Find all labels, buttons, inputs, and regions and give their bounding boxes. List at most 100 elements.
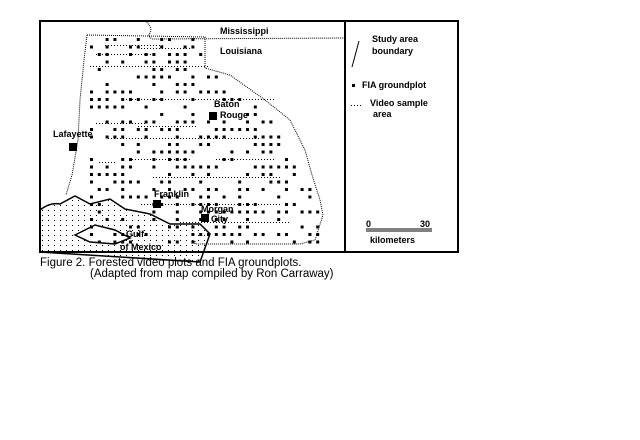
groundplot-marker — [191, 75, 195, 79]
water-label-gulf: Gulf — [126, 229, 145, 239]
groundplot-marker — [144, 105, 148, 109]
groundplot-marker — [97, 210, 101, 214]
groundplot-marker — [230, 98, 234, 101]
groundplot-marker — [238, 225, 242, 229]
groundplot-marker — [300, 188, 304, 191]
groundplot-marker — [152, 53, 156, 56]
groundplot-marker — [199, 53, 203, 56]
groundplot-marker — [238, 195, 242, 199]
groundplot-marker — [199, 180, 203, 184]
groundplot-marker — [97, 240, 101, 244]
groundplot-marker — [105, 60, 109, 64]
groundplot-marker — [183, 60, 187, 64]
groundplot-marker — [246, 240, 249, 244]
groundplot-marker — [230, 150, 234, 154]
groundplot-marker — [175, 195, 179, 199]
groundplot-marker — [175, 83, 179, 86]
groundplot-marker — [199, 90, 203, 94]
groundplot-marker — [222, 158, 226, 161]
groundplot-marker — [152, 158, 156, 161]
groundplot-marker — [269, 173, 273, 176]
groundplot-marker — [285, 203, 288, 206]
groundplot-marker — [308, 188, 312, 191]
groundplot-marker — [214, 90, 218, 94]
groundplot-marker — [129, 90, 132, 94]
groundplot-marker — [129, 53, 132, 56]
groundplot-marker — [144, 120, 148, 124]
groundplot-marker — [199, 195, 203, 199]
groundplot-marker — [168, 158, 171, 161]
groundplot-marker — [308, 240, 312, 244]
groundplot-marker — [191, 120, 195, 124]
groundplot-marker — [261, 210, 265, 214]
groundplot-marker — [261, 233, 265, 236]
groundplot-marker — [113, 105, 117, 109]
groundplot-marker — [253, 128, 257, 131]
groundplot-marker — [269, 150, 273, 154]
legend-video-label-2: area — [373, 109, 393, 119]
video-sample-area — [95, 122, 145, 125]
groundplot-marker — [168, 53, 171, 56]
groundplot-marker — [246, 188, 249, 191]
groundplot-marker — [214, 165, 218, 169]
groundplot-marker — [207, 210, 210, 214]
groundplot-marker — [191, 45, 195, 49]
video-sample-area — [105, 44, 165, 47]
groundplot-marker — [168, 173, 171, 176]
groundplot-marker — [316, 210, 320, 214]
groundplot-marker — [199, 233, 203, 236]
groundplot-marker — [136, 98, 140, 101]
groundplot-marker — [105, 105, 109, 109]
groundplot-marker — [129, 240, 132, 244]
groundplot-marker — [246, 203, 249, 206]
groundplot-marker — [222, 233, 226, 236]
groundplot-marker — [136, 180, 140, 184]
groundplot-marker — [97, 98, 101, 101]
state-label-mississippi: Mississippi — [220, 26, 269, 36]
groundplot-marker — [160, 128, 164, 131]
groundplot-marker — [90, 218, 93, 221]
groundplot-marker — [246, 113, 249, 116]
groundplot-marker — [214, 218, 218, 221]
groundplot-marker — [253, 203, 257, 206]
groundplot-marker — [183, 105, 187, 109]
groundplot-marker — [261, 188, 265, 191]
groundplot-marker — [97, 68, 101, 71]
groundplot-marker — [238, 188, 242, 191]
groundplot-marker — [246, 210, 249, 214]
groundplot-marker — [300, 225, 304, 229]
groundplot-marker — [105, 135, 109, 139]
groundplot-marker — [160, 38, 164, 41]
groundplot-marker — [121, 135, 125, 139]
groundplot-marker — [121, 60, 125, 64]
groundplot-marker — [175, 90, 179, 94]
groundplot-marker — [160, 45, 164, 49]
groundplot-marker — [277, 143, 281, 146]
groundplot-marker — [269, 143, 273, 146]
groundplot-marker — [113, 38, 117, 41]
groundplot-marker — [121, 105, 125, 109]
groundplot-marker — [90, 105, 93, 109]
groundplot-marker — [269, 180, 273, 184]
groundplot-marker — [191, 165, 195, 169]
groundplot-marker — [230, 233, 234, 236]
groundplot-marker — [246, 150, 249, 154]
groundplot-marker — [152, 150, 156, 154]
video-sample-area — [215, 159, 275, 162]
groundplot-marker — [105, 98, 109, 101]
groundplot-marker — [199, 203, 203, 206]
groundplot-marker — [152, 188, 156, 191]
groundplot-marker — [175, 68, 179, 71]
groundplot-marker — [105, 188, 109, 191]
groundplot-marker — [207, 143, 210, 146]
groundplot-marker — [269, 120, 273, 124]
groundplot-marker — [277, 218, 281, 221]
groundplot-marker — [105, 83, 109, 86]
water-label-of-mexico: of Mexico — [120, 242, 162, 252]
groundplot-marker — [214, 233, 218, 236]
groundplot-marker — [175, 60, 179, 64]
groundplot-marker — [121, 195, 125, 199]
groundplot-marker — [175, 203, 179, 206]
video-sample-area — [90, 66, 210, 69]
groundplot-marker — [105, 90, 109, 94]
